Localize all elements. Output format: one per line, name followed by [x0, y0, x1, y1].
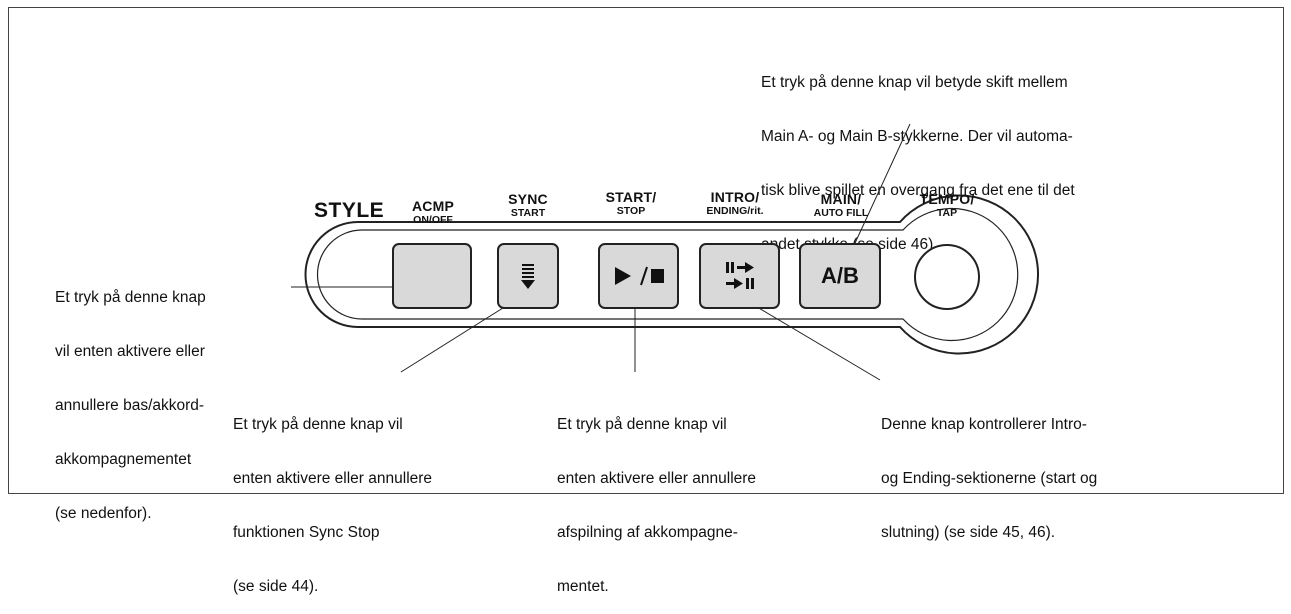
acmp-header-sub: ON/OFF — [413, 214, 453, 226]
main-header-main: MAIN/ — [820, 191, 862, 207]
main-header-sub: AUTO FILL — [813, 207, 869, 219]
style-label: STYLE — [314, 199, 385, 222]
tempo-tap-button[interactable] — [914, 244, 980, 310]
panel-outer-outline — [304, 194, 1040, 355]
tempo-header-main: TEMPO/ — [919, 191, 975, 207]
acmp-header-main: ACMP — [411, 198, 455, 214]
leader-line-intro — [751, 303, 881, 381]
panel-inner-outline — [316, 207, 1019, 342]
acmp-button[interactable] — [392, 243, 472, 309]
play-stop-icon — [614, 266, 664, 286]
start-header-main: START/ — [605, 189, 657, 205]
start-stop-button[interactable] — [598, 243, 679, 309]
sync-header-main: SYNC — [508, 191, 548, 207]
main-header: MAIN/ AUTO FILL — [800, 192, 882, 220]
leader-line-main — [849, 123, 911, 255]
sync-start-button[interactable] — [497, 243, 559, 309]
acmp-header: ACMP ON/OFF — [405, 199, 461, 227]
intro-header: INTRO/ ENDING/rit. — [685, 190, 785, 218]
tempo-header-sub: TAP — [936, 207, 958, 219]
intro-header-main: INTRO/ — [710, 189, 760, 205]
start-header-sub: STOP — [616, 205, 646, 217]
sync-header: SYNC START — [500, 192, 556, 220]
main-ab-button[interactable]: A/B — [799, 243, 881, 309]
start-header: START/ STOP — [596, 190, 666, 218]
sync-header-sub: START — [510, 207, 546, 219]
sync-start-icon — [521, 264, 535, 289]
tempo-header: TEMPO/ TAP — [906, 192, 988, 220]
diagram-frame — [8, 7, 1284, 494]
intro-header-sub: ENDING/rit. — [706, 205, 764, 217]
intro-ending-icon — [725, 262, 754, 289]
intro-ending-button[interactable] — [699, 243, 780, 309]
main-ab-label: A/B — [821, 263, 859, 288]
